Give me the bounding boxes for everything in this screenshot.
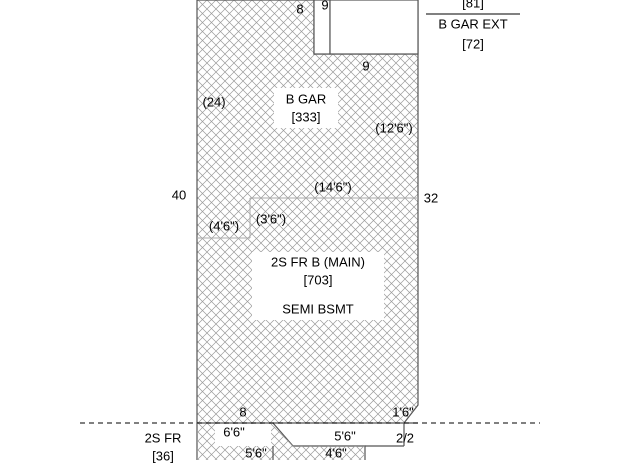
garage-sqft: [333] — [291, 109, 321, 125]
dim-bottom-4-6: 4'6" — [325, 445, 347, 461]
dim-left-40: 40 — [171, 187, 187, 203]
dim-divider-14-6: (14'6") — [314, 179, 352, 195]
garage-ext-top-value: [81] — [462, 0, 484, 11]
dim-bottom-2-2: 2/2 — [395, 430, 415, 446]
dim-bottom-5-6: 5'6" — [334, 428, 356, 444]
main-area-name: 2S FR B (MAIN) — [271, 254, 365, 270]
dim-step-3-6: (3'6") — [255, 211, 287, 227]
dim-bottom-1-6: 1'6" — [392, 404, 414, 420]
garage-ext-name: B GAR EXT — [438, 16, 508, 32]
main-area-note: SEMI BSMT — [282, 301, 354, 317]
dim-top-8: 8 — [296, 1, 304, 17]
garage-ext-cutout — [329, 0, 419, 55]
dim-left-24: (24) — [202, 94, 226, 110]
main-area-sqft: [703] — [303, 272, 333, 288]
main-label-bg — [252, 252, 384, 320]
lower-label-bg — [215, 424, 271, 446]
dim-step-4-6: (4'6") — [208, 218, 240, 234]
garage-name: B GAR — [285, 91, 327, 107]
lower-left-sqft: [36] — [152, 448, 174, 464]
dim-top-9: 9 — [321, 0, 329, 13]
lower-left-name: 2S FR — [144, 430, 182, 446]
dim-right-12-6: (12'6") — [375, 120, 413, 136]
dim-bottom-5-6-lower: 5'6" — [245, 445, 267, 461]
garage-ext-sqft: [72] — [462, 36, 484, 52]
dim-notch-9: 9 — [362, 58, 370, 74]
building-footprint — [196, 0, 419, 424]
dim-bottom-8: 8 — [239, 404, 247, 420]
dim-right-32: 32 — [423, 190, 439, 206]
dim-bottom-6-6: 6'6" — [223, 424, 245, 440]
garage-label-bg — [274, 88, 338, 128]
